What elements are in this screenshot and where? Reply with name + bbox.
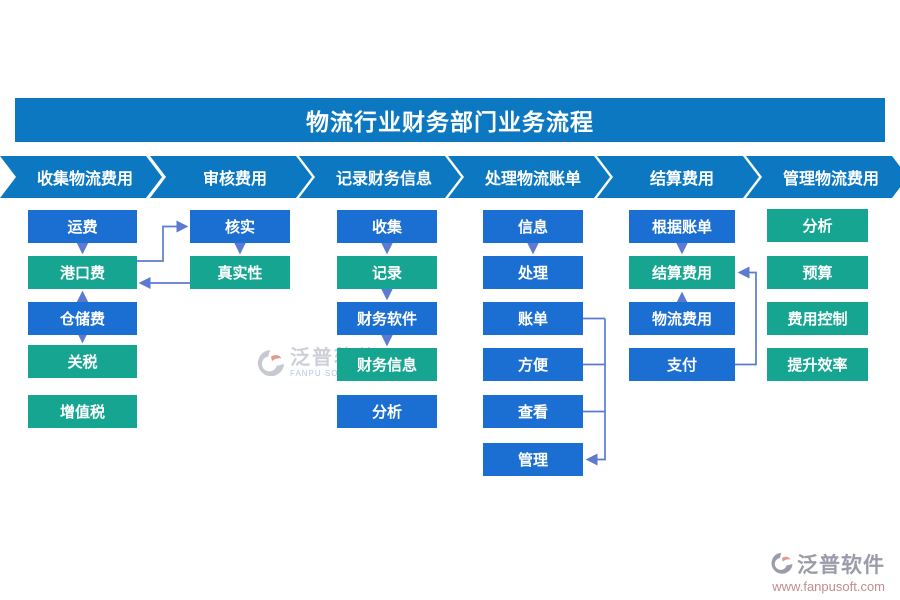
- flow-node: 港口费: [28, 256, 137, 289]
- flow-node: 记录: [337, 256, 437, 289]
- flow-node: 查看: [483, 395, 583, 428]
- flow-node: 处理: [483, 256, 583, 289]
- stage-header-label: 收集物流费用: [36, 171, 133, 188]
- page-title: 物流行业财务部门业务流程: [306, 109, 594, 135]
- watermark-brand: 泛普软件: [797, 554, 885, 577]
- stage-header-audit-fees: 审核费用: [150, 156, 312, 198]
- flow-node: 预算: [767, 256, 868, 289]
- flow-node: 结算费用: [629, 256, 735, 289]
- watermark-corner: 泛普软件 www.fanpusoft.com: [770, 549, 885, 594]
- flow-node: 财务软件: [337, 302, 437, 335]
- stage-header-collect-fees: 收集物流费用: [0, 156, 162, 198]
- flow-node: 关税: [28, 345, 137, 378]
- stage-header-label: 审核费用: [202, 171, 267, 188]
- title-bar: 物流行业财务部门业务流程: [15, 98, 885, 142]
- flow-node: 方便: [483, 348, 583, 381]
- flow-node: 仓储费: [28, 302, 137, 335]
- flow-node: 费用控制: [767, 302, 868, 335]
- flow-node: 物流费用: [629, 302, 735, 335]
- connector-pay-to-settle: [735, 266, 757, 366]
- flow-node: 财务信息: [337, 348, 437, 381]
- flow-node: 分析: [337, 395, 437, 428]
- fanpu-logo-icon: [771, 552, 793, 574]
- watermark-url: www.fanpusoft.com: [772, 579, 885, 594]
- flow-node: 分析: [767, 209, 868, 242]
- flow-node: 提升效率: [767, 348, 868, 381]
- flow-node: 增值税: [28, 395, 137, 428]
- stage-header-manage-fees: 管理物流费用: [746, 156, 900, 198]
- connector-bus-to-manage: [585, 318, 606, 466]
- flow-node: 账单: [483, 302, 583, 335]
- stage-header-label: 记录财务信息: [335, 171, 432, 188]
- flow-node: 管理: [483, 443, 583, 476]
- stage-header-record-info: 记录财务信息: [299, 156, 461, 198]
- flow-node: 根据账单: [629, 210, 735, 243]
- flow-node: 核实: [190, 210, 290, 243]
- fanpu-logo-icon: [257, 349, 285, 377]
- flow-node: 支付: [629, 348, 735, 381]
- flow-node: 真实性: [190, 256, 290, 289]
- flow-node: 收集: [337, 210, 437, 243]
- stage-header-label: 结算费用: [649, 171, 714, 188]
- flow-node: 信息: [483, 210, 583, 243]
- stage-header-settle-fees: 结算费用: [597, 156, 759, 198]
- stage-header-label: 处理物流账单: [484, 171, 581, 188]
- stage-header-process-bills: 处理物流账单: [448, 156, 610, 198]
- flow-node: 运费: [28, 210, 137, 243]
- watermark-subtitle: FANPU SOFTWARE: [290, 369, 378, 378]
- connector-portfee-to-verify: [137, 220, 189, 262]
- stage-header-label: 管理物流费用: [782, 171, 879, 188]
